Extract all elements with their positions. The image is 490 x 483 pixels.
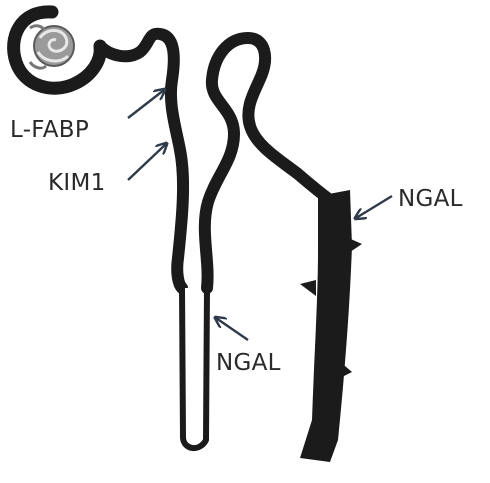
proximal-tubule [100,34,183,288]
loop-of-henle [182,288,207,448]
arrow-ngal-loop [216,318,248,340]
glomerulus-tuft [30,26,74,68]
arrow-ngal-duct [356,196,392,218]
label-ngal-loop: NGAL [216,350,281,376]
arrow-kim1 [128,144,166,180]
distal-tubule [205,38,330,288]
arrow-lfabp [128,90,164,118]
collecting-duct [300,190,362,462]
label-ngal-duct: NGAL [398,186,463,212]
label-kim1: KIM1 [48,170,106,196]
label-lfabp: L-FABP [10,117,89,143]
